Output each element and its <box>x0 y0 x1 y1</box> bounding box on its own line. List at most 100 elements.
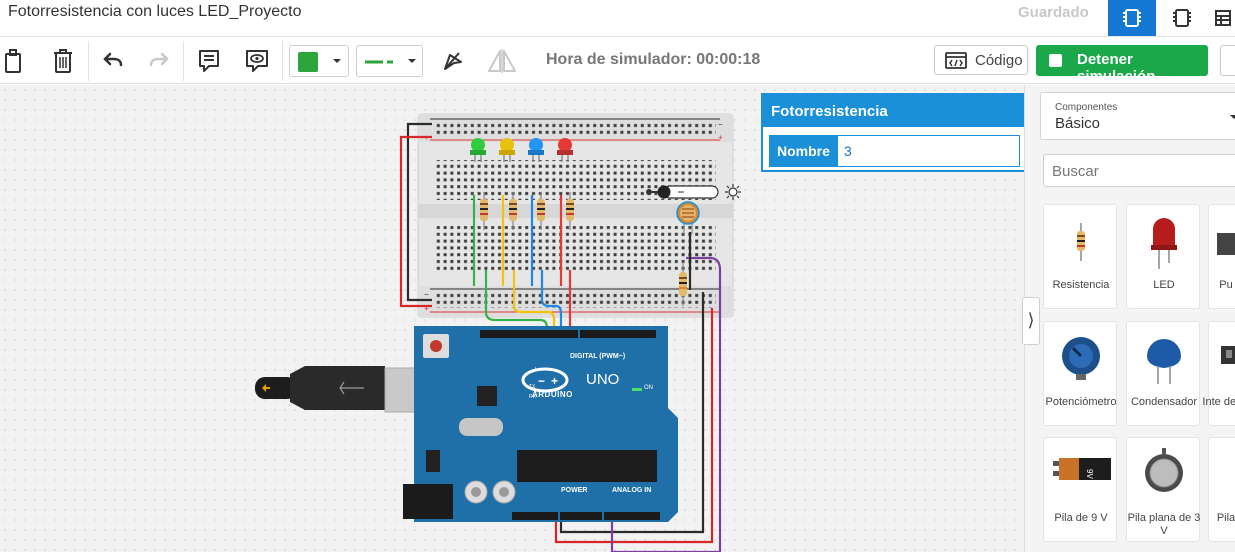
battery-9v-icon: 9V <box>1053 458 1111 480</box>
resistor-2 <box>509 192 517 230</box>
toolbar: Hora de simulador: 00:00:18 Código Deten… <box>0 36 1235 85</box>
line-style-icon <box>365 60 393 64</box>
led-red <box>557 138 573 162</box>
undo-icon <box>103 52 123 67</box>
board-model: UNO <box>586 371 620 388</box>
color-picker[interactable] <box>289 45 349 77</box>
note-icon <box>199 50 219 72</box>
component-label: Pila plana de 3 V <box>1127 512 1201 537</box>
redo-button[interactable] <box>144 43 174 79</box>
search-placeholder: Buscar <box>1052 163 1099 180</box>
svg-text:+: + <box>424 304 429 313</box>
wires[interactable] <box>399 122 722 552</box>
inspector-panel: Fotorresistencia Nombre 3 <box>761 93 1026 172</box>
line-style-picker[interactable] <box>356 45 423 77</box>
arduino-board[interactable]: − + <box>403 326 678 522</box>
saved-status: Guardado <box>1018 4 1089 21</box>
stop-simulation-label: Detener simulación <box>1077 51 1156 85</box>
battery-icon <box>1209 438 1235 508</box>
power-label: POWER <box>561 487 588 494</box>
component-category-select[interactable]: Componentes Básico <box>1040 92 1235 140</box>
component-card-switch[interactable]: Inte des <box>1202 321 1235 426</box>
name-label: Nombre <box>770 136 838 166</box>
on-label: ON <box>644 385 653 391</box>
component-label: Pila <box>1216 512 1235 524</box>
mirror-icon <box>488 49 516 73</box>
resistor-3 <box>537 192 545 230</box>
tx-label: TX <box>529 384 536 390</box>
led-blue <box>528 138 544 162</box>
table-icon <box>1215 10 1231 26</box>
component-icon <box>1173 9 1191 27</box>
color-swatch <box>298 52 318 72</box>
collapse-panel-button[interactable]: ⟩ <box>1022 297 1040 345</box>
name-row: Nombre 3 <box>769 135 1020 167</box>
svg-text:−: − <box>538 374 545 388</box>
svg-text:+: + <box>718 133 723 142</box>
resistors[interactable] <box>480 192 687 306</box>
note-button[interactable] <box>193 43 225 79</box>
simulator-time: Hora de simulador: 00:00:18 <box>546 51 761 68</box>
component-card-potentiometer[interactable]: Potenciómetro <box>1043 321 1117 426</box>
toolbar-divider <box>282 41 283 81</box>
component-list-button[interactable] <box>1208 0 1235 36</box>
led-yellow <box>499 138 515 162</box>
resistor-1 <box>480 192 488 230</box>
svg-text:9V: 9V <box>1085 469 1094 479</box>
leds[interactable] <box>470 138 573 162</box>
board-brand: ARDUINO <box>532 390 573 399</box>
stop-simulation-button[interactable]: Detener simulación <box>1036 45 1208 85</box>
component-label: Potenciómetro <box>1045 396 1117 408</box>
caret-down-icon <box>1230 115 1235 119</box>
search-input[interactable]: Buscar <box>1043 154 1235 187</box>
circuit-drawing: − + − + − + <box>255 113 741 552</box>
workplane-canvas[interactable]: − + − + − + <box>0 85 1024 552</box>
component-label: Pu <box>1219 279 1233 291</box>
analog-label: ANALOG IN <box>612 487 652 494</box>
code-icon <box>945 52 967 69</box>
resistor-4 <box>566 192 574 230</box>
component-card-resistor[interactable]: Resistencia <box>1043 204 1117 309</box>
rx-label: RX <box>529 394 536 400</box>
svg-text:+: + <box>551 374 558 388</box>
project-title[interactable]: Fotorresistencia con luces LED_Proyecto <box>8 3 302 20</box>
svg-text:−: − <box>718 120 723 129</box>
component-card-capacitor[interactable]: Condensador <box>1126 321 1200 426</box>
code-button-label: Código <box>975 52 1023 69</box>
toolbar-divider <box>183 41 184 81</box>
component-label: LED <box>1153 279 1175 291</box>
pushbutton-icon <box>1217 233 1235 255</box>
component-label: Pila de 9 V <box>1054 512 1108 524</box>
rotate-button[interactable] <box>438 43 468 79</box>
undo-button[interactable] <box>98 43 128 79</box>
delete-button[interactable] <box>46 43 80 79</box>
caret-down-icon <box>408 59 416 63</box>
clipboard-icon <box>5 49 21 73</box>
circuit-view-button[interactable] <box>1108 0 1156 36</box>
title-bar: Fotorresistencia con luces LED_Proyecto … <box>0 0 1235 36</box>
resistor-5 <box>679 262 687 306</box>
chevron-right-icon: ⟩ <box>1027 310 1035 330</box>
potentiometer-icon <box>1062 337 1100 380</box>
component-card-battery-9v[interactable]: 9V Pila de 9 V <box>1043 437 1117 542</box>
mirror-button[interactable] <box>484 43 520 79</box>
digital-label: DIGITAL (PWM~) <box>570 353 626 360</box>
code-button[interactable]: Código <box>934 45 1028 75</box>
component-card-led[interactable]: LED <box>1126 204 1200 309</box>
photoresistor[interactable] <box>676 201 700 234</box>
component-label: Condensador <box>1130 396 1198 408</box>
component-card-pushbutton[interactable]: Pu <box>1208 204 1235 309</box>
capacitor-icon <box>1147 339 1181 384</box>
light-slider[interactable] <box>646 184 741 200</box>
inspector-title: Fotorresistencia <box>763 95 1024 127</box>
component-card-battery[interactable]: Pila <box>1208 437 1235 542</box>
component-card-coin-cell[interactable]: Pila plana de 3 V <box>1126 437 1200 542</box>
copy-button[interactable] <box>0 43 30 79</box>
more-button[interactable] <box>1220 45 1235 76</box>
name-field[interactable]: 3 <box>844 143 852 159</box>
breadboard[interactable]: − + − + − + <box>417 113 734 318</box>
schematic-view-button[interactable] <box>1158 0 1206 36</box>
notes-visibility-icon <box>246 50 268 72</box>
component-category-value: Básico <box>1055 115 1101 132</box>
toggle-notes-button[interactable] <box>240 43 274 79</box>
